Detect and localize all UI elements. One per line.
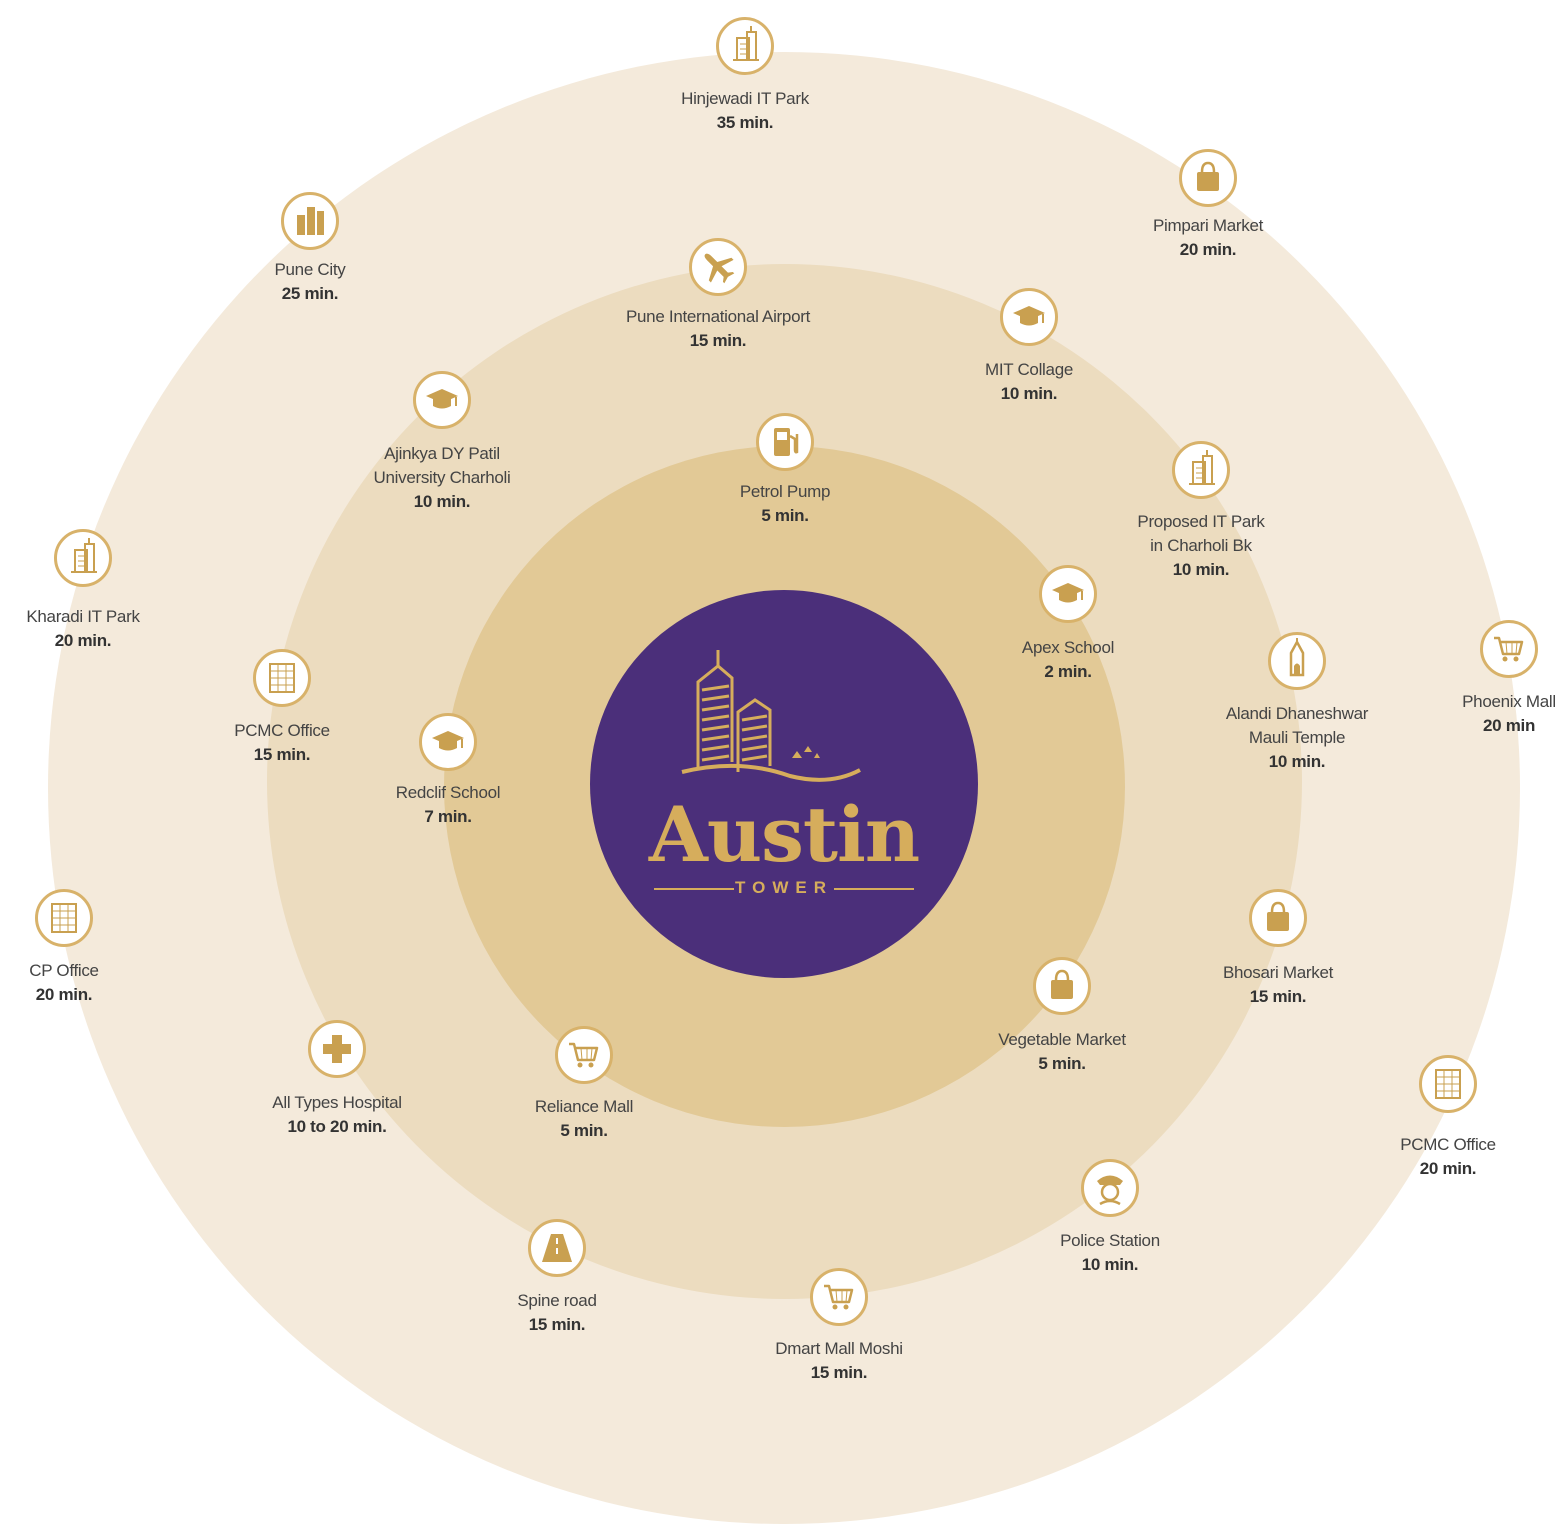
office-building-icon-glyph — [51, 903, 77, 933]
place-name: Vegetable Market — [998, 1030, 1126, 1049]
travel-time: 5 min. — [761, 506, 809, 525]
shopping-cart-icon — [555, 1026, 613, 1084]
brand-divider-left — [654, 888, 734, 890]
graduation-cap-icon-glyph — [426, 389, 458, 409]
place-name: Redclif School — [395, 783, 501, 802]
brand-divider-right — [834, 888, 914, 890]
graduation-cap-icon — [413, 371, 471, 429]
graduation-cap-icon-glyph — [1052, 583, 1084, 603]
place-name: Proposed IT Park in Charholi Bk — [1137, 512, 1265, 555]
travel-time: 15 min. — [689, 331, 747, 350]
police-officer-icon — [1081, 1159, 1139, 1217]
place-name: Dmart Mall Moshi — [775, 1339, 903, 1358]
place-name: MIT Collage — [984, 360, 1074, 379]
place-name: PCMC Office — [1400, 1135, 1496, 1154]
shopping-bag-icon — [1033, 957, 1091, 1015]
place-name: Ajinkya DY Patil University Charholi — [373, 444, 511, 487]
tower-building-icon — [1172, 441, 1230, 499]
graduation-cap-icon — [1000, 288, 1058, 346]
travel-time: 7 min. — [424, 807, 472, 826]
shopping-bag-icon-glyph — [1267, 901, 1289, 931]
travel-time: 10 min. — [1000, 384, 1058, 403]
tower-building-icon-glyph — [733, 26, 759, 61]
place-name: Pune City — [274, 260, 346, 279]
tower-building-icon — [716, 17, 774, 75]
temple-icon — [1268, 632, 1326, 690]
brand-subtitle: TOWER — [735, 878, 833, 897]
travel-time: 10 to 20 min. — [287, 1117, 387, 1136]
shopping-cart-icon — [810, 1268, 868, 1326]
office-building-icon-glyph — [1435, 1069, 1461, 1099]
travel-time: 2 min. — [1044, 662, 1092, 681]
travel-time: 15 min. — [1249, 987, 1307, 1006]
police-officer-icon-glyph — [1097, 1175, 1123, 1206]
place-name: Police Station — [1060, 1231, 1160, 1250]
place-name: Pimpari Market — [1152, 216, 1264, 235]
travel-time: 25 min. — [281, 284, 339, 303]
office-building-icon — [35, 889, 93, 947]
graduation-cap-icon — [419, 713, 477, 771]
graduation-cap-icon-glyph — [1013, 306, 1045, 326]
place-name: Pune International Airport — [625, 307, 811, 326]
travel-time: 20 min. — [54, 631, 112, 650]
place-name: Petrol Pump — [739, 482, 831, 501]
travel-time: 5 min. — [1038, 1054, 1086, 1073]
place-name: Apex School — [1021, 638, 1115, 657]
travel-time: 15 min. — [528, 1315, 586, 1334]
place-name: Alandi Dhaneshwar Mauli Temple — [1225, 704, 1369, 747]
travel-time: 20 min. — [1419, 1159, 1477, 1178]
airplane-icon — [689, 238, 747, 296]
graduation-cap-icon — [1039, 565, 1097, 623]
travel-time: 35 min. — [716, 113, 774, 132]
medical-cross-icon — [308, 1020, 366, 1078]
city-buildings-icon-glyph — [297, 207, 324, 235]
place-name: Spine road — [517, 1291, 597, 1310]
place-name: PCMC Office — [234, 721, 330, 740]
place-name: Bhosari Market — [1222, 963, 1334, 982]
shopping-cart-icon-glyph — [569, 1042, 599, 1068]
tower-building-icon — [54, 529, 112, 587]
office-building-icon-glyph — [269, 663, 295, 693]
austin-tower-logo-hub: Austin TOWER — [590, 590, 978, 978]
tower-skyline-logo-icon — [681, 650, 861, 782]
city-buildings-icon — [281, 192, 339, 250]
travel-time: 10 min. — [1081, 1255, 1139, 1274]
shopping-cart-icon-glyph — [824, 1284, 854, 1310]
shopping-bag-icon — [1179, 149, 1237, 207]
tower-building-icon-glyph — [71, 538, 97, 573]
shopping-bag-icon — [1249, 889, 1307, 947]
place-name: CP Office — [29, 961, 99, 980]
shopping-bag-icon-glyph — [1051, 969, 1073, 999]
brand-name: Austin — [648, 790, 920, 879]
shopping-bag-icon-glyph — [1197, 161, 1219, 191]
office-building-icon — [1419, 1055, 1477, 1113]
place-name: Kharadi IT Park — [26, 607, 140, 626]
place-name: Phoenix Mall — [1462, 692, 1556, 711]
road-icon — [528, 1219, 586, 1277]
temple-icon-glyph — [1289, 638, 1305, 677]
travel-time: 20 min. — [1179, 240, 1237, 259]
airplane-icon-glyph — [704, 253, 735, 284]
shopping-cart-icon-glyph — [1494, 636, 1524, 662]
travel-time: 15 min. — [253, 745, 311, 764]
travel-time: 10 min. — [413, 492, 471, 511]
travel-time: 10 min. — [1172, 560, 1230, 579]
travel-time: 20 min — [1482, 716, 1536, 735]
place-name: Reliance Mall — [534, 1097, 634, 1116]
fuel-pump-icon — [756, 413, 814, 471]
travel-time: 20 min. — [35, 985, 93, 1004]
road-icon-glyph — [542, 1234, 572, 1262]
shopping-cart-icon — [1480, 620, 1538, 678]
tower-building-icon-glyph — [1189, 450, 1215, 485]
medical-cross-icon-glyph — [323, 1035, 351, 1063]
travel-time: 15 min. — [810, 1363, 868, 1382]
office-building-icon — [253, 649, 311, 707]
travel-time: 10 min. — [1268, 752, 1326, 771]
travel-time: 5 min. — [560, 1121, 608, 1140]
place-name: Hinjewadi IT Park — [681, 89, 809, 108]
graduation-cap-icon-glyph — [432, 731, 464, 751]
fuel-pump-icon-glyph — [774, 428, 799, 456]
place-name: All Types Hospital — [272, 1093, 402, 1112]
